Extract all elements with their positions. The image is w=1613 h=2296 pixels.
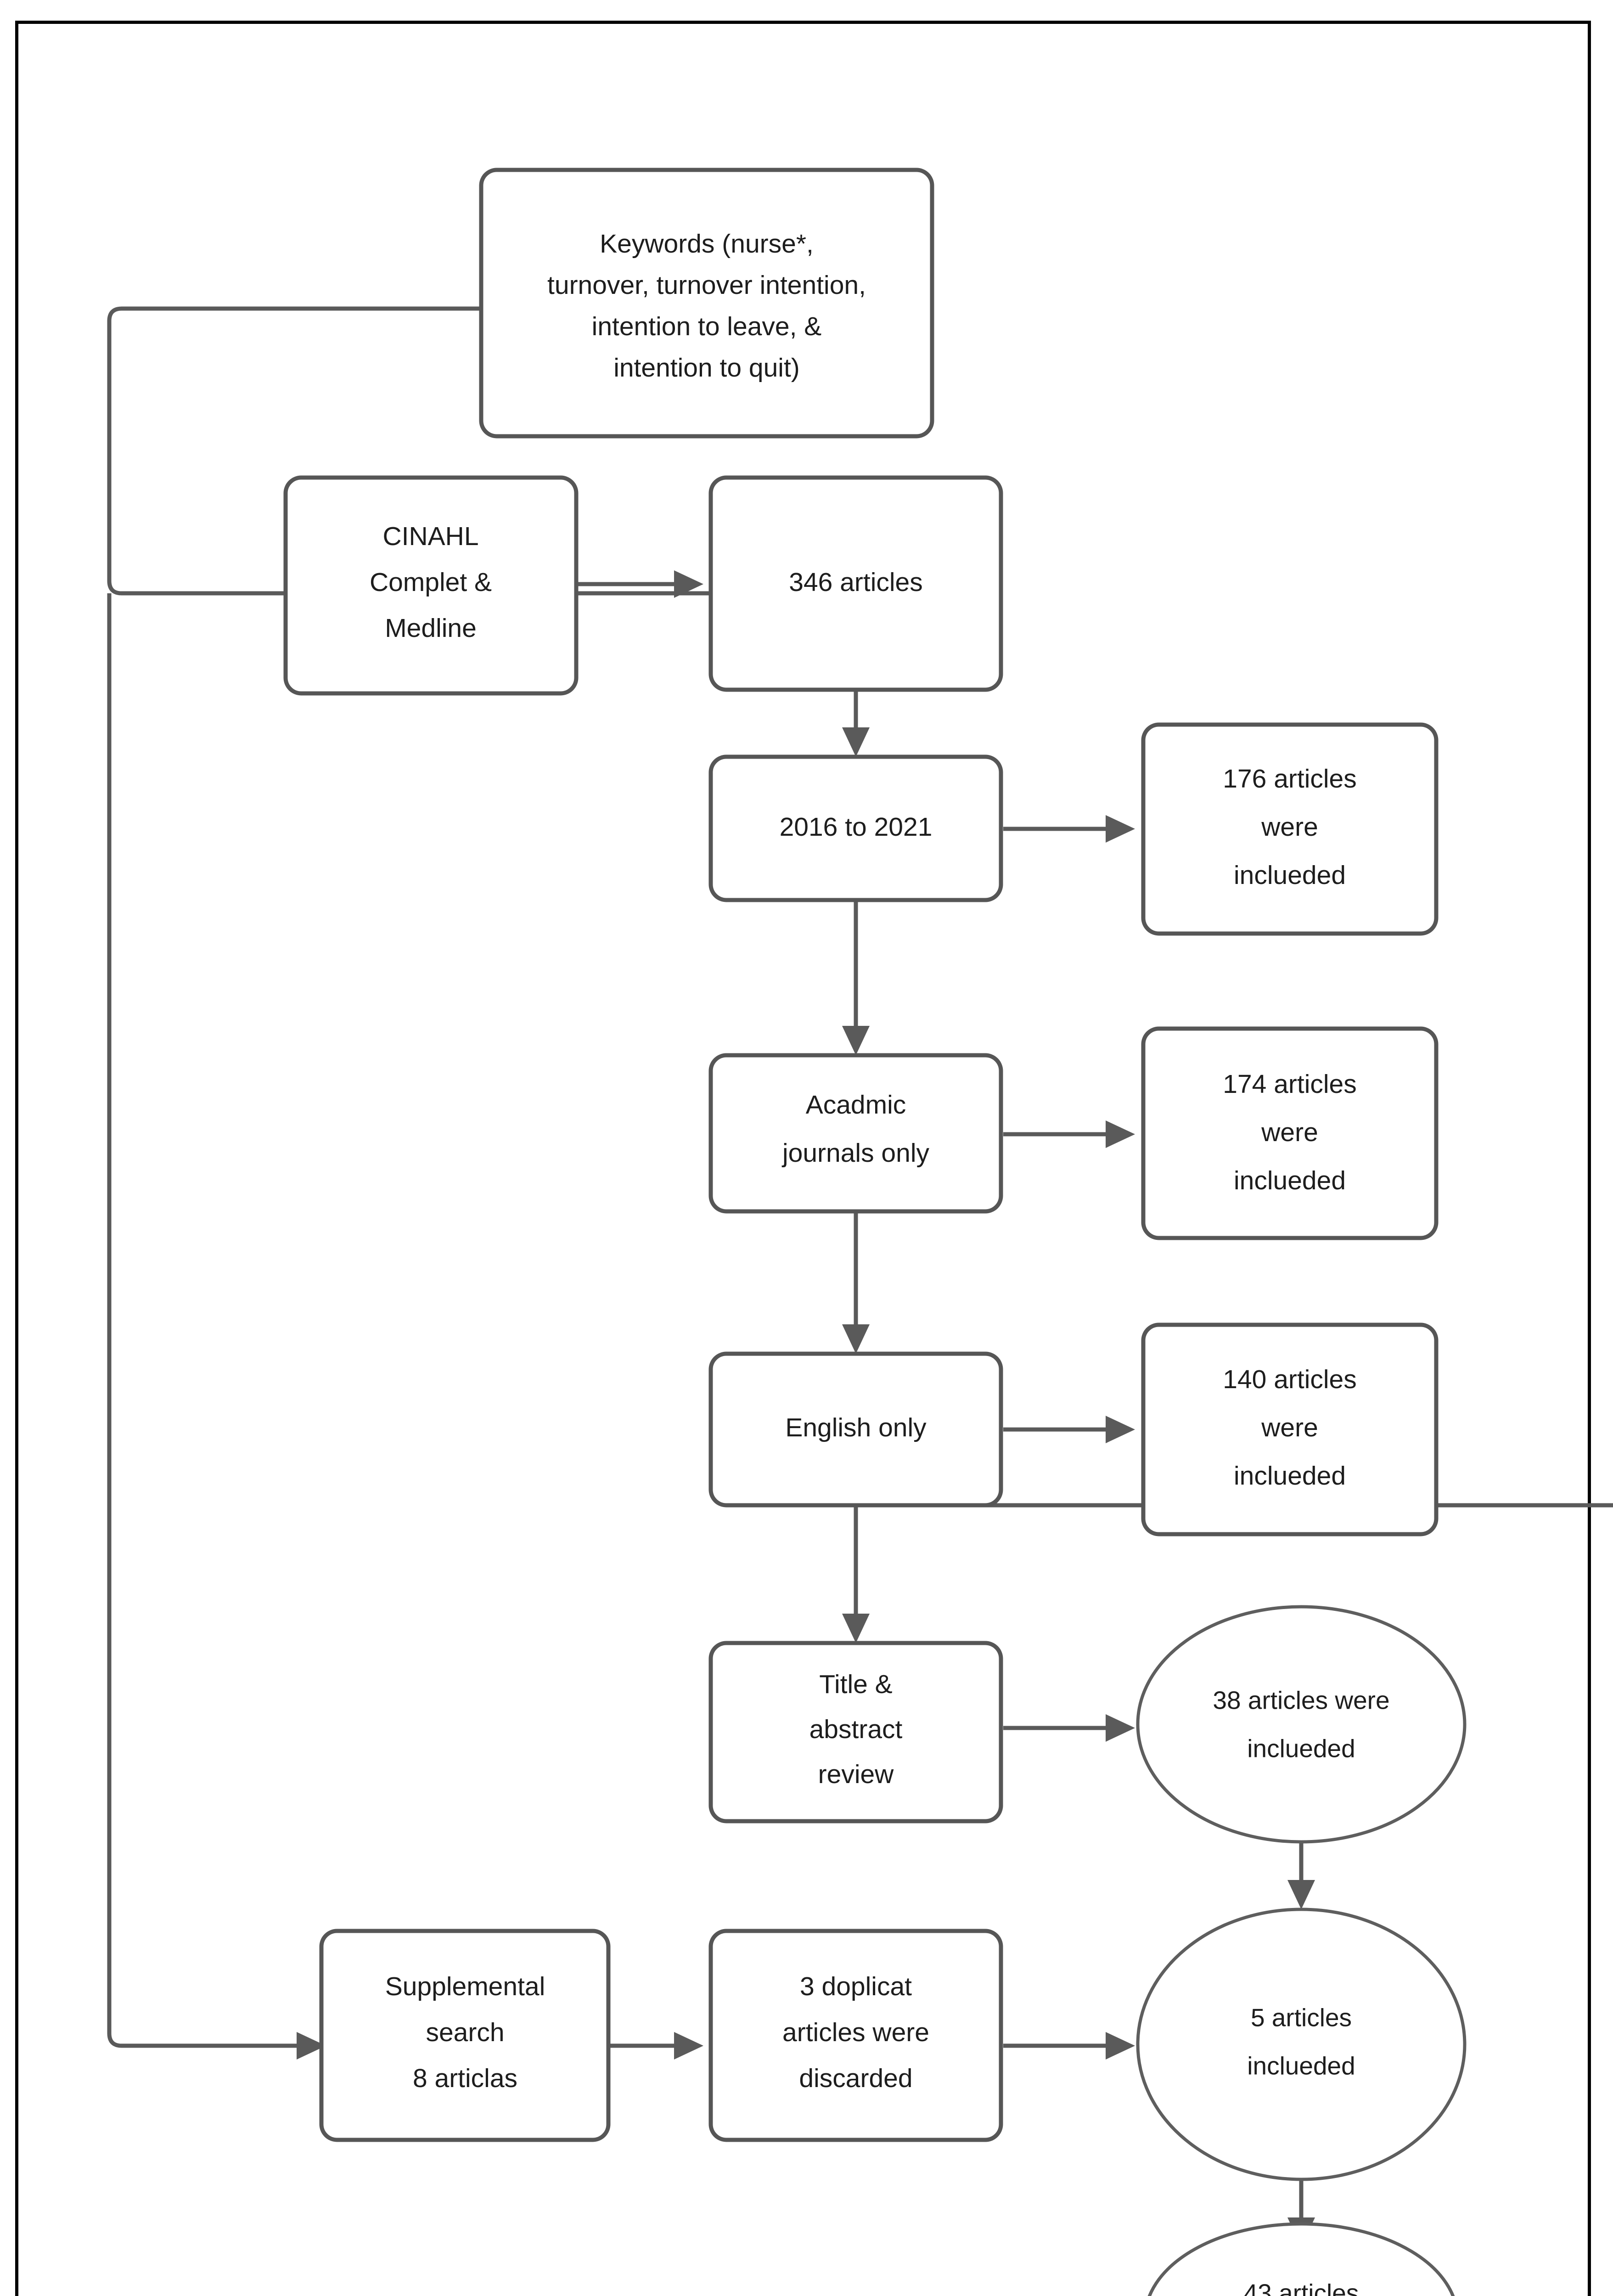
initial-results-box[interactable] [708,475,1003,692]
keywords-line-1: Keywords (nurse*, [600,229,814,259]
edge-filter-academic-to-filter-english [842,1211,870,1354]
node-result-years[interactable]: 176 articles were inclueded [1141,722,1439,936]
result-years-line-3: inclueded [1234,861,1346,890]
result-title-abstract-ellipse[interactable] [1136,1605,1467,1844]
node-duplicates[interactable]: 3 doplicat articles were discarded [708,1929,1003,2142]
filter-title-abstract-line-2: abstract [809,1715,903,1744]
node-filter-title-abstract[interactable]: Title & abstract review [708,1641,1003,1823]
duplicates-line-3: discarded [799,2064,912,2093]
result-academic-line-1: 174 articles [1223,1069,1357,1099]
duplicates-line-2: articles were [782,2018,929,2047]
duplicates-line-1: 3 doplicat [800,1972,912,2001]
duplicates-box[interactable] [708,1929,1003,2142]
edge-duplicates-to-result-supplemental [1003,2032,1135,2060]
node-result-total[interactable]: 43 articles inclueded [1145,2222,1457,2296]
edge-filter-years-to-result-years [1003,815,1135,843]
filter-title-abstract-box[interactable] [708,1641,1003,1823]
node-databases[interactable]: CINAHL Complet & Medline [283,475,579,696]
supplemental-search-line-2: search [426,2018,504,2047]
edge-filter-english-to-result-english [1003,1416,1135,1443]
databases-box[interactable] [283,475,579,696]
node-filter-english[interactable]: English only [708,1351,1003,1508]
keywords-box[interactable] [479,168,934,439]
result-total-line-1: 43 articles [1244,2279,1359,2296]
result-english-line-1: 140 articles [1223,1365,1357,1394]
initial-results-label: 346 articles [789,568,923,597]
node-result-english[interactable]: 140 articles were inclueded [1141,1322,1439,1536]
result-title-abstract-line-1: 38 articles were [1213,1686,1389,1715]
result-years-line-1: 176 articles [1223,764,1357,793]
node-initial-results[interactable]: 346 articles [708,475,1003,692]
result-supplemental-line-1: 5 articles [1251,2003,1352,2032]
edge-initial-results-to-filter-years [842,689,870,757]
node-result-academic[interactable]: 174 articles were inclueded [1141,1026,1439,1240]
supplemental-search-line-1: Supplemental [385,1972,545,2001]
filter-years-label: 2016 to 2021 [780,812,933,842]
keywords-line-2: turnover, turnover intention, [547,270,866,300]
filter-english-label: English only [785,1413,927,1442]
result-title-abstract-line-2: inclueded [1247,1734,1355,1763]
result-academic-box[interactable] [1141,1026,1439,1240]
filter-title-abstract-line-1: Title & [819,1670,892,1699]
filter-academic-line-1: Acadmic [806,1090,906,1120]
supplemental-search-box[interactable] [319,1929,611,2142]
result-academic-line-3: inclueded [1234,1166,1346,1195]
databases-line-3: Medline [385,613,477,643]
keywords-line-3: intention to leave, & [592,312,822,341]
databases-line-1: CINAHL [382,522,478,551]
edge-keywords-to-supplemental-search [107,593,326,2060]
result-total-ellipse[interactable] [1145,2222,1457,2296]
filter-years-box[interactable] [708,754,1003,902]
filter-title-abstract-line-3: review [818,1760,894,1789]
supplemental-search-line-3: 8 articlas [413,2064,517,2093]
filter-english-box[interactable] [708,1351,1003,1508]
edge-supplemental-search-to-duplicates [608,2032,703,2060]
result-english-box[interactable] [1141,1322,1439,1536]
result-supplemental-ellipse[interactable] [1136,1908,1467,2181]
result-english-line-2: were [1261,1413,1318,1442]
node-keywords[interactable]: Keywords (nurse*, turnover, turnover int… [479,168,934,439]
result-academic-line-2: were [1261,1118,1318,1147]
databases-line-2: Complet & [370,568,492,597]
result-english-line-3: inclueded [1234,1461,1346,1491]
result-years-line-2: were [1261,812,1318,842]
edge-filter-title-abstract-to-result-title-abstract [1003,1714,1135,1742]
filter-academic-line-2: journals only [781,1138,930,1168]
filter-academic-box[interactable] [708,1053,1003,1214]
node-filter-years[interactable]: 2016 to 2021 [708,754,1003,902]
node-result-title-abstract[interactable]: 38 articles were inclueded [1136,1605,1467,1844]
node-filter-academic[interactable]: Acadmic journals only [708,1053,1003,1214]
result-years-box[interactable] [1141,722,1439,936]
result-supplemental-line-2: inclueded [1247,2052,1355,2080]
node-supplemental-search[interactable]: Supplemental search 8 articlas [319,1929,611,2142]
keywords-line-4: intention to quit) [613,353,800,383]
edge-filter-years-to-filter-academic [842,900,870,1055]
edge-filter-academic-to-result-academic [1003,1120,1135,1148]
edge-databases-to-initial-results [576,570,703,598]
node-result-supplemental[interactable]: 5 articles inclueded [1136,1908,1467,2181]
edge-result-title-abstract-to-result-supplemental [1287,1841,1315,1909]
